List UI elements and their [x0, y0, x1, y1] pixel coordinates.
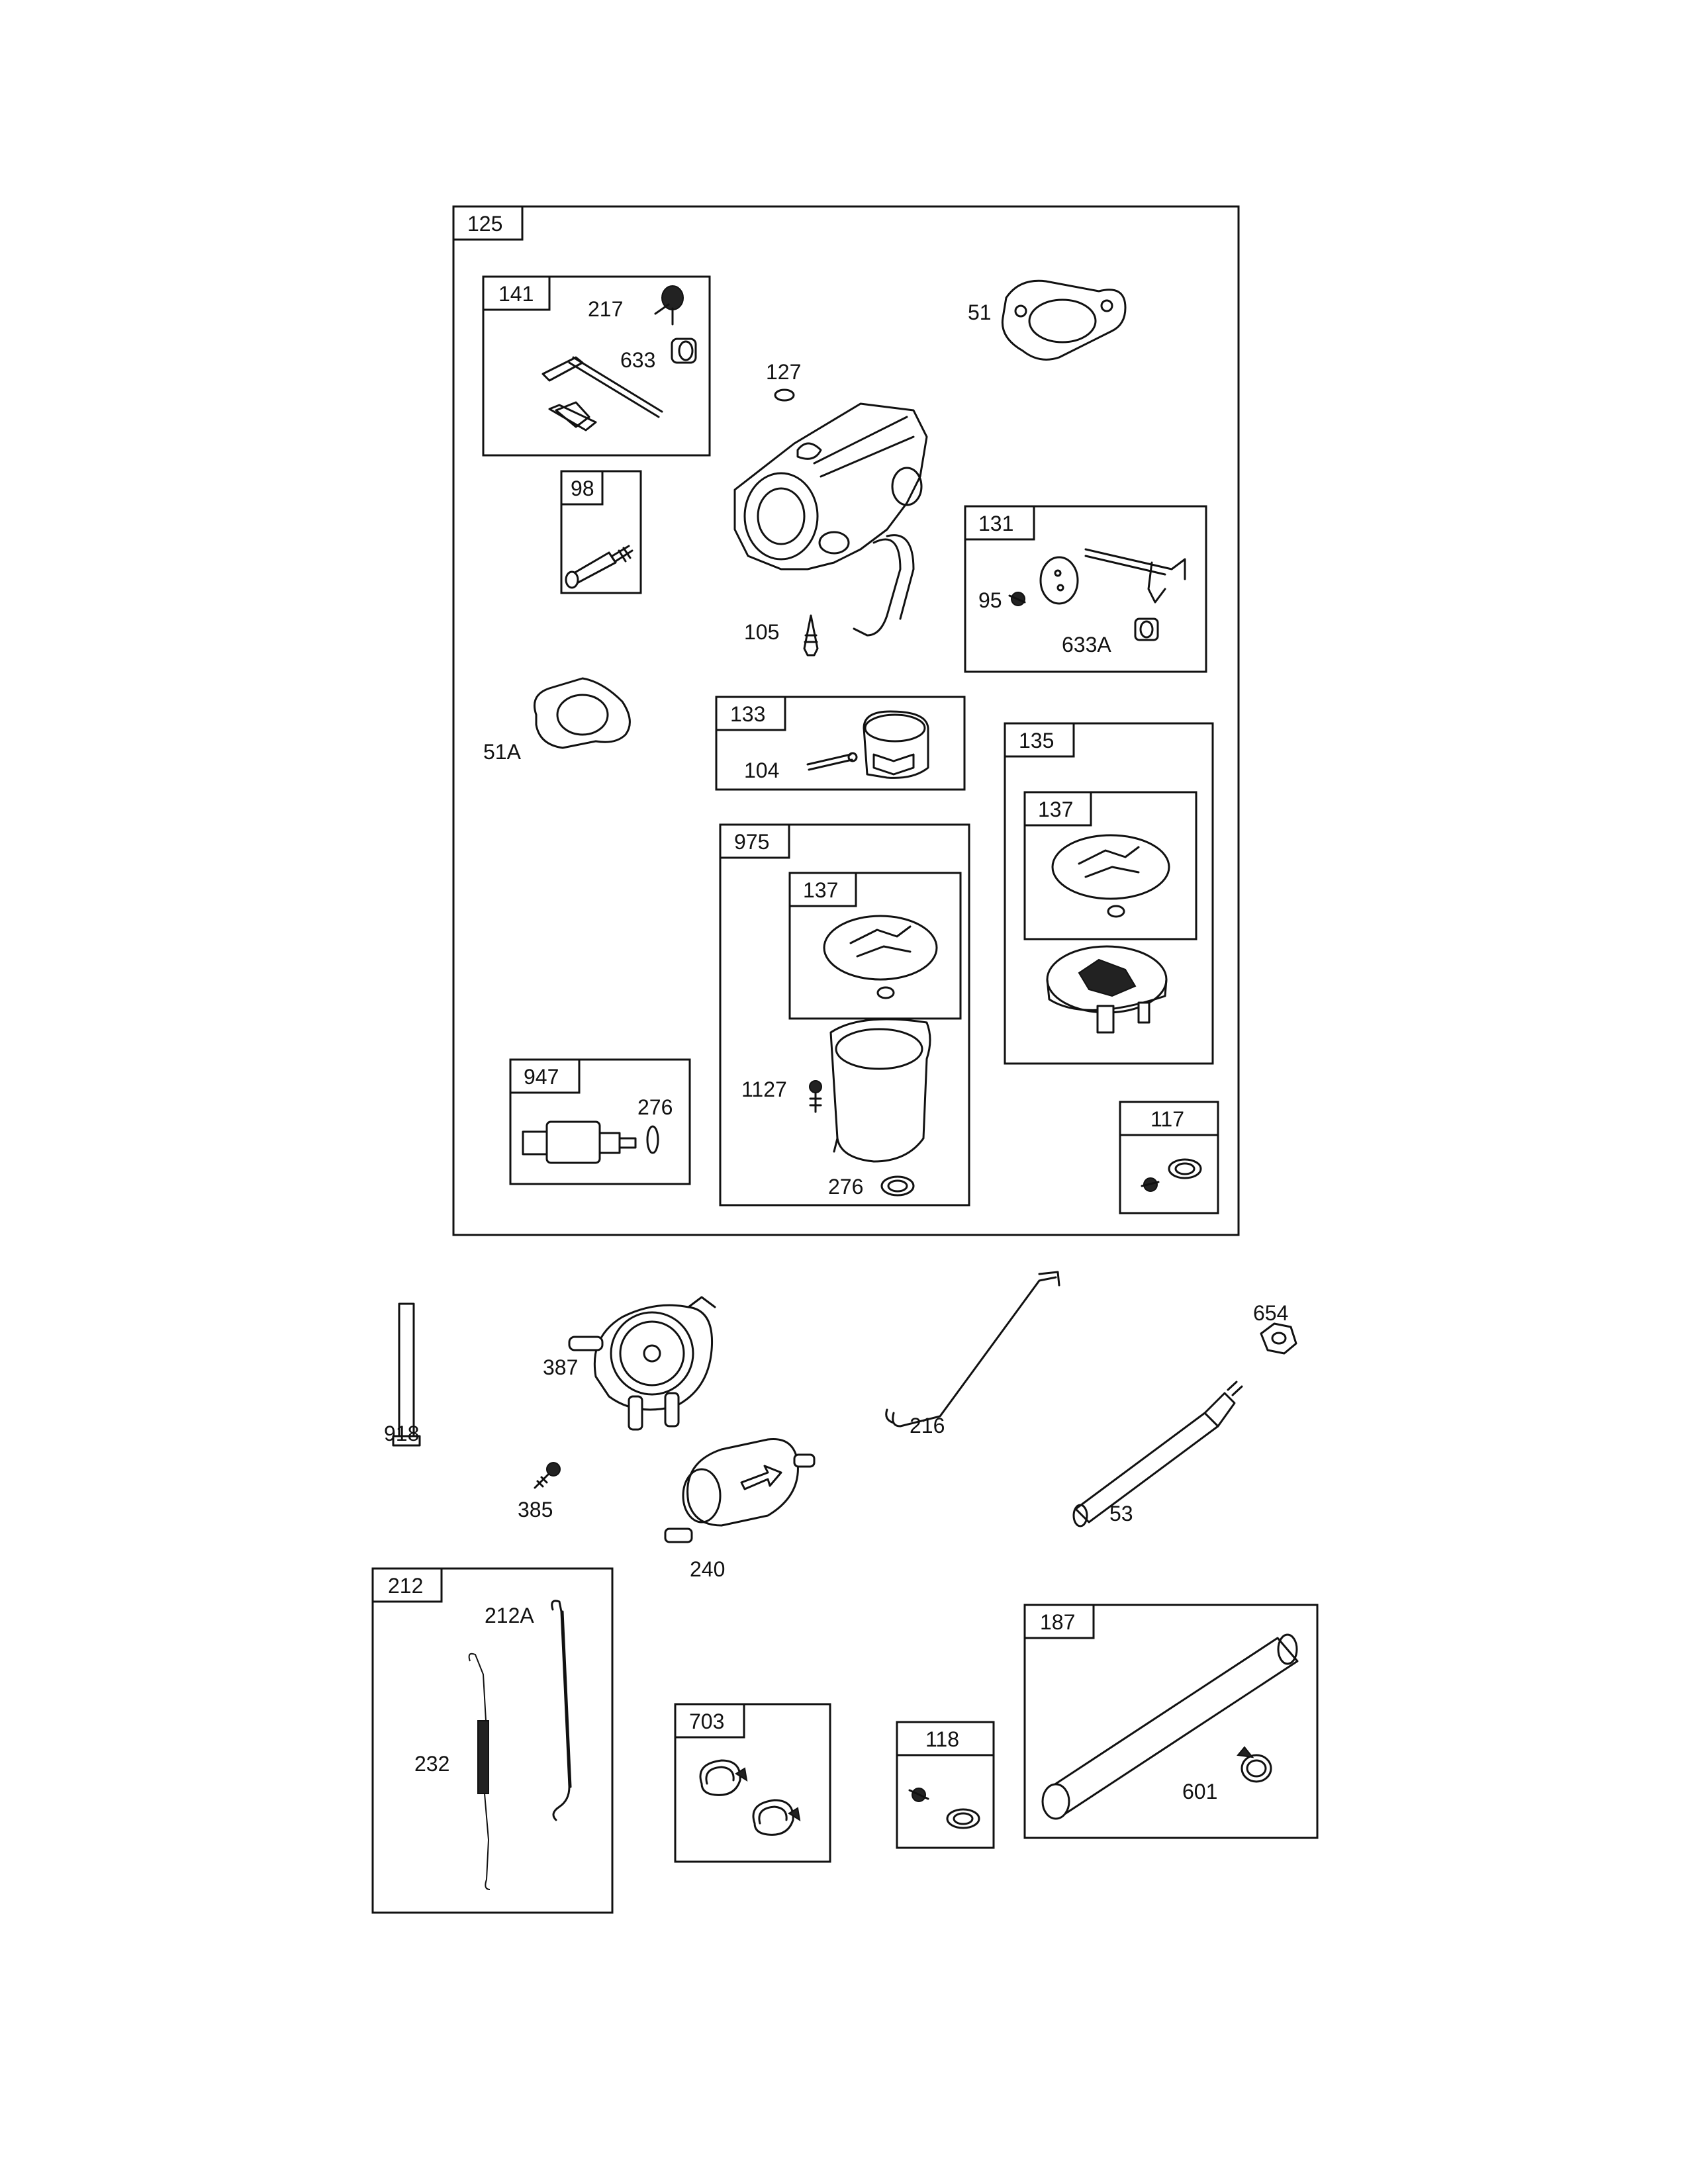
gasket-137b-part: [823, 915, 938, 999]
screw-1127-part: [809, 1080, 822, 1113]
o-ring-127-part: [774, 388, 795, 402]
screw-washer-117-part: [1141, 1158, 1202, 1192]
label-53: 53: [1109, 1502, 1133, 1525]
needle-105-part: [803, 614, 819, 657]
label-276b: 276: [828, 1175, 863, 1199]
choke-plate-part: [1039, 556, 1079, 605]
box-label-133: 133: [730, 702, 765, 726]
float-bowl-135-part: [1046, 945, 1168, 1034]
shaft-53-part: [1072, 1381, 1243, 1527]
screw-washer-118-part: [908, 1788, 980, 1829]
washer-276b-part: [880, 1175, 915, 1197]
box-label-212: 212: [388, 1574, 423, 1598]
box-label-125: 125: [467, 212, 502, 236]
box-label-135-137: 137: [1038, 797, 1073, 821]
screw-spring-98-part: [565, 545, 633, 589]
bushing-633A-part: [1134, 617, 1159, 641]
box-131: 131 95 633A: [964, 505, 1207, 673]
label-633A: 633A: [1062, 633, 1111, 657]
label-51: 51: [968, 300, 992, 324]
box-label-975-137: 137: [803, 878, 838, 902]
label-385: 385: [518, 1498, 553, 1522]
box-141: 141 217 633: [482, 275, 711, 457]
screw-95-part: [1008, 592, 1026, 606]
box-703: 703: [674, 1703, 831, 1863]
box-label-141: 141: [498, 282, 534, 306]
box-label-117: 117: [1150, 1107, 1184, 1131]
label-387: 387: [543, 1355, 578, 1379]
clamp-703b-part: [752, 1799, 801, 1836]
screw-385-part: [534, 1462, 561, 1489]
box-label-947: 947: [524, 1065, 559, 1089]
spring-217-part: [654, 285, 684, 326]
clamp-601-part: [1237, 1746, 1272, 1783]
nut-654-part: [1260, 1322, 1297, 1355]
label-104: 104: [744, 758, 779, 782]
label-51A: 51A: [483, 740, 522, 764]
label-127: 127: [766, 360, 801, 384]
label-212A: 212A: [485, 1604, 534, 1627]
bushing-633-part: [671, 338, 697, 364]
throttle-shaft-part: [541, 356, 663, 432]
choke-shaft-part: [1084, 548, 1186, 604]
clamp-703a-part: [699, 1759, 748, 1796]
label-216: 216: [910, 1414, 945, 1437]
solenoid-947-part: [522, 1120, 637, 1164]
box-label-98: 98: [571, 477, 594, 500]
box-975: 975 137 1127 276: [719, 823, 970, 1206]
box-125: 125: [452, 205, 1240, 1236]
box-133: 133 104: [715, 696, 966, 791]
pin-104-part: [806, 752, 858, 771]
washer-276a-part: [646, 1125, 659, 1154]
fuel-filter-240-part: [664, 1437, 816, 1543]
box-label-703: 703: [689, 1709, 724, 1733]
label-654: 654: [1253, 1301, 1288, 1325]
fuel-pump-387-part: [568, 1296, 716, 1431]
fuel-line-187-part: [1041, 1633, 1299, 1820]
box-187: 187 601: [1023, 1604, 1319, 1839]
label-276a: 276: [637, 1095, 673, 1119]
pin-918-part: [392, 1302, 421, 1447]
rod-216-part: [885, 1271, 1060, 1428]
box-label-131: 131: [978, 512, 1013, 535]
label-217: 217: [588, 297, 623, 321]
label-240: 240: [690, 1557, 725, 1581]
box-117: 117: [1119, 1101, 1219, 1214]
float-bowl-975-part: [829, 1018, 931, 1163]
label-633: 633: [620, 348, 655, 372]
label-105: 105: [744, 620, 779, 644]
label-1127: 1127: [741, 1077, 787, 1101]
gasket-51A-part: [534, 677, 631, 749]
box-118: 118: [896, 1721, 995, 1849]
box-label-187: 187: [1040, 1610, 1075, 1634]
box-947: 947 276: [509, 1058, 691, 1185]
carburetor-body-part: [733, 402, 928, 637]
float-part: [863, 710, 929, 779]
label-232: 232: [414, 1752, 449, 1776]
gasket-137-part: [1051, 834, 1170, 918]
link-212A-part: [551, 1600, 572, 1821]
box-135: 135 137: [1004, 722, 1214, 1065]
spring-232-part: [468, 1653, 491, 1890]
label-95: 95: [978, 588, 1002, 612]
box-label-975: 975: [734, 830, 769, 854]
box-98: 98: [560, 470, 642, 594]
gasket-51-part: [1001, 279, 1127, 361]
box-label-135: 135: [1019, 729, 1054, 752]
label-918: 918: [384, 1422, 419, 1445]
box-label-118: 118: [925, 1727, 959, 1751]
box-212: 212 232 212A: [371, 1567, 614, 1914]
label-601: 601: [1182, 1780, 1217, 1803]
